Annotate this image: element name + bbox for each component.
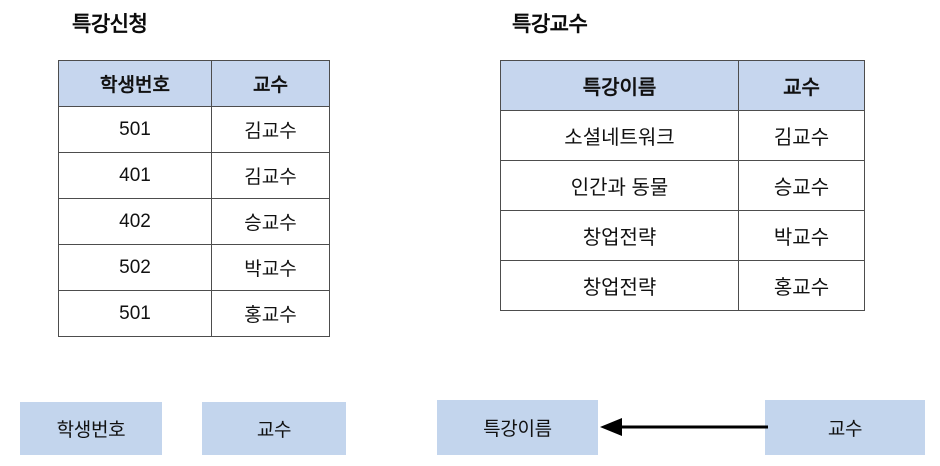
table-header-row: 특강이름 교수 [500,60,865,111]
attribute-box-professor-left[interactable]: 교수 [202,402,346,455]
column-header-student-id: 학생번호 [58,60,212,107]
cell-lecture-name: 인간과 동물 [500,160,739,211]
arrow-head [600,418,622,436]
table-specialLecture-professor: 특강이름 교수 소셜네트워크 김교수 인간과 동물 승교수 창업전략 박교수 창… [500,60,865,311]
attribute-box-professor-right[interactable]: 교수 [765,400,925,455]
cell-professor: 박교수 [211,244,330,291]
table-row: 502 박교수 [58,244,330,291]
dependency-arrow-icon [600,418,768,436]
table-title-left: 특강신청 [72,13,148,36]
table-header-row: 학생번호 교수 [58,60,330,107]
table-row: 501 홍교수 [58,290,330,337]
table-title-right: 특강교수 [512,13,588,36]
cell-lecture-name: 창업전략 [500,210,739,261]
cell-professor: 홍교수 [738,260,865,311]
cell-lecture-name: 소셜네트워크 [500,110,739,161]
cell-student-id: 501 [58,106,212,153]
cell-professor: 김교수 [211,106,330,153]
cell-student-id: 402 [58,198,212,245]
table-row: 402 승교수 [58,198,330,245]
table-row: 401 김교수 [58,152,330,199]
cell-professor: 승교수 [738,160,865,211]
cell-professor: 홍교수 [211,290,330,337]
table-row: 인간과 동물 승교수 [500,160,865,211]
column-header-professor: 교수 [738,60,865,111]
column-header-professor: 교수 [211,60,330,107]
table-row: 501 김교수 [58,106,330,153]
column-header-lecture-name: 특강이름 [500,60,739,111]
table-row: 소셜네트워크 김교수 [500,110,865,161]
table-row: 창업전략 홍교수 [500,260,865,311]
cell-professor: 승교수 [211,198,330,245]
cell-professor: 김교수 [211,152,330,199]
cell-lecture-name: 창업전략 [500,260,739,311]
cell-student-id: 401 [58,152,212,199]
attribute-box-lecture-name[interactable]: 특강이름 [437,400,598,455]
cell-professor: 김교수 [738,110,865,161]
table-row: 창업전략 박교수 [500,210,865,261]
attribute-box-student-id[interactable]: 학생번호 [20,402,162,455]
cell-professor: 박교수 [738,210,865,261]
cell-student-id: 502 [58,244,212,291]
cell-student-id: 501 [58,290,212,337]
table-specialLecture-application: 학생번호 교수 501 김교수 401 김교수 402 승교수 502 박교수 [58,60,330,337]
